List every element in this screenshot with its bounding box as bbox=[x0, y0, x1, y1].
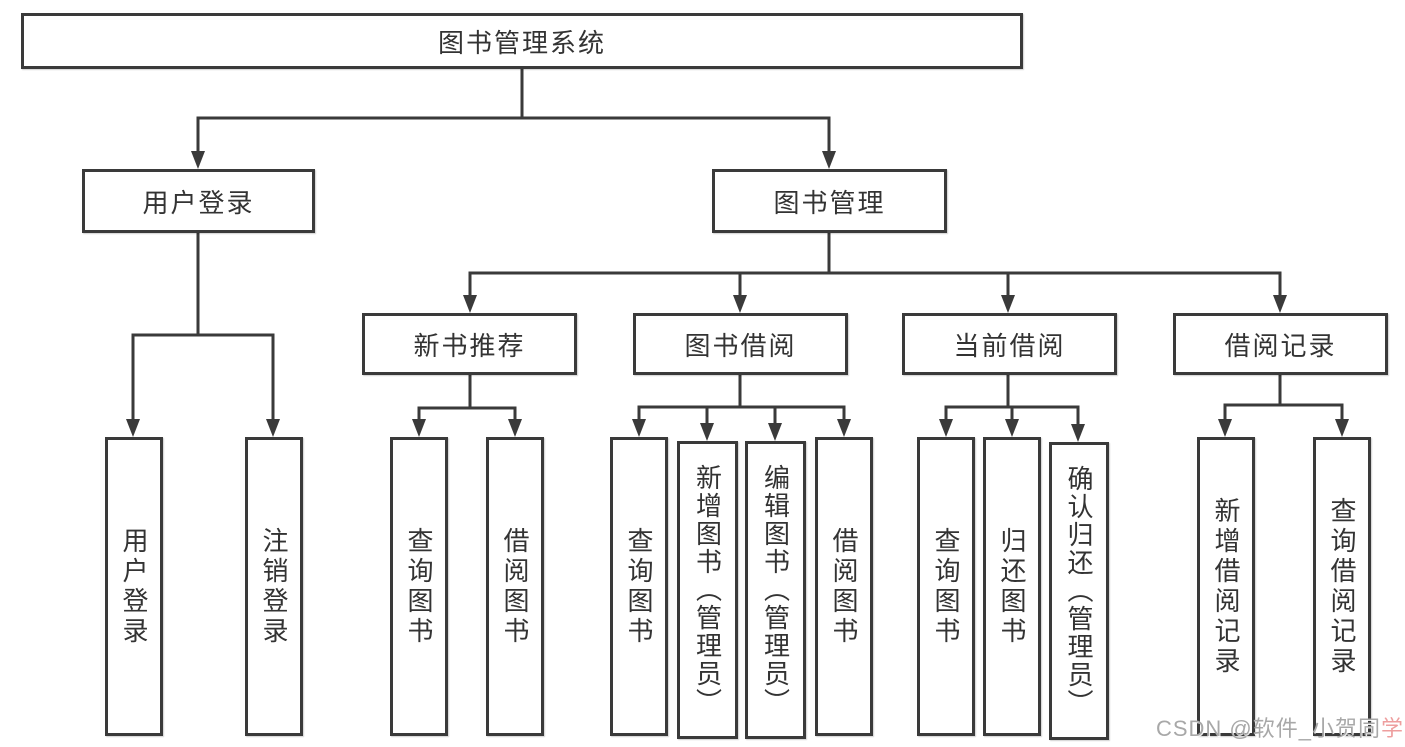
node-current-borrow: 当前借阅 bbox=[902, 313, 1117, 375]
leaf-borrow-query-books: 查询图书 bbox=[610, 437, 668, 736]
csdn-watermark-text: CSDN @软件_小贺同 bbox=[1155, 716, 1381, 741]
leaf-recommend-borrow-books: 借阅图书 bbox=[486, 437, 544, 736]
connector-root-to-level2 bbox=[196, 69, 831, 152]
connector-current-subtree bbox=[944, 375, 1080, 424]
connector-book-management-to-level3 bbox=[468, 233, 1282, 297]
connector-records-subtree bbox=[1223, 375, 1344, 420]
arrowheads-user-login bbox=[126, 419, 280, 437]
node-root-library-system: 图书管理系统 bbox=[21, 13, 1023, 69]
arrowheads-level2 bbox=[191, 151, 836, 169]
leaf-add-book-admin: 新增图书（管理员） bbox=[677, 441, 738, 739]
connector-user-login-subtree bbox=[131, 233, 275, 420]
arrowheads-recommend bbox=[412, 419, 522, 437]
leaf-add-borrow-record: 新增借阅记录 bbox=[1197, 437, 1255, 736]
leaf-current-query-books: 查询图书 bbox=[917, 437, 975, 736]
leaf-recommend-query-books: 查询图书 bbox=[390, 437, 448, 736]
leaf-borrow-borrow-books: 借阅图书 bbox=[815, 437, 873, 736]
connector-recommend-subtree bbox=[417, 375, 517, 420]
node-borrow-records: 借阅记录 bbox=[1173, 313, 1388, 375]
arrowheads-level3 bbox=[463, 295, 1287, 313]
node-book-management: 图书管理 bbox=[712, 169, 947, 233]
leaf-return-books: 归还图书 bbox=[983, 437, 1041, 736]
leaf-logout: 注销登录 bbox=[245, 437, 303, 736]
node-user-login: 用户登录 bbox=[82, 169, 315, 233]
connector-borrow-subtree bbox=[637, 375, 846, 424]
node-new-book-recommend: 新书推荐 bbox=[362, 313, 577, 375]
leaf-edit-book-admin: 编辑图书（管理员） bbox=[745, 441, 806, 739]
csdn-watermark: CSDN @软件_小贺同学 bbox=[1156, 711, 1404, 743]
leaf-query-borrow-record: 查询借阅记录 bbox=[1313, 437, 1371, 736]
leaf-confirm-return-admin: 确认归还（管理员） bbox=[1049, 442, 1109, 740]
arrowheads-records bbox=[1218, 419, 1349, 437]
csdn-watermark-accent: 学 bbox=[1380, 716, 1404, 741]
leaf-user-login: 用户登录 bbox=[105, 437, 163, 736]
node-book-borrow: 图书借阅 bbox=[633, 313, 848, 375]
